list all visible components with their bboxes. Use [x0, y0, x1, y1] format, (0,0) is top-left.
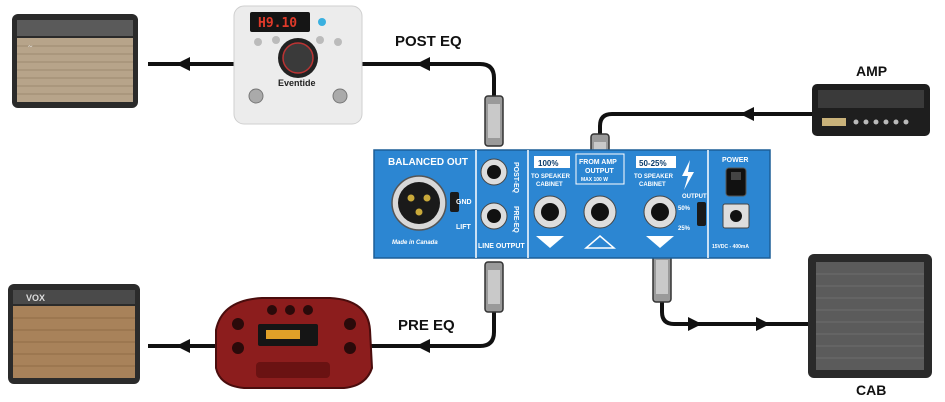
cable-cab	[660, 302, 810, 326]
panel-pct-50: 50%	[678, 206, 691, 212]
vox-amp-image: VOX	[8, 284, 140, 384]
svg-text:~: ~	[28, 42, 33, 51]
panel-to-speaker-2a: TO SPEAKER	[634, 174, 674, 180]
down-triangle-icon	[646, 236, 674, 248]
output-level-switch[interactable]	[697, 202, 706, 226]
panel-power: POWER	[722, 157, 748, 164]
panel-pct-25: 25%	[678, 226, 691, 232]
panel-output: OUTPUT	[682, 194, 707, 200]
panel-to-speaker-2b: CABINET	[639, 182, 666, 188]
from-amp-jack[interactable]	[583, 195, 617, 229]
panel-pre-eq: PRE-EQ	[512, 206, 519, 233]
arrows	[176, 57, 770, 353]
panel-lift: LIFT	[456, 224, 471, 231]
speaker-cab-image	[808, 254, 932, 378]
panel-pct-range: 50-25%	[639, 159, 667, 168]
arrow-right	[756, 317, 770, 331]
panel-to-speaker-1b: CABINET	[536, 182, 563, 188]
vox-brand: VOX	[26, 293, 45, 303]
line6-pedal-image	[215, 297, 374, 389]
xlr-connector	[391, 175, 447, 231]
panel-from-amp-3: MAX 100 W	[581, 177, 608, 183]
panel-line-output: LINE OUTPUT	[478, 243, 525, 250]
lightning-icon	[682, 160, 694, 190]
panel-from-amp-1: FROM AMP	[579, 159, 617, 166]
arrow-left	[416, 57, 430, 71]
arrow-left	[740, 107, 754, 121]
post-eq-jack[interactable]	[480, 158, 508, 186]
eventide-brand: Eventide	[278, 78, 316, 88]
arrow-right	[688, 317, 702, 331]
panel-from-amp-2: OUTPUT	[585, 168, 615, 175]
cable-plugs	[484, 95, 672, 313]
panel-gnd: GND	[456, 199, 472, 206]
eventide-pedal-image: H9.10 Eventide	[233, 5, 363, 125]
pre-eq-jack[interactable]	[480, 202, 508, 230]
panel-made-in: Made in Canada	[392, 240, 438, 246]
panel-balanced-out: BALANCED OUT	[388, 157, 468, 168]
speaker-jack-100[interactable]	[533, 195, 567, 229]
up-triangle-icon	[583, 235, 617, 249]
fender-amp-image: ~	[12, 14, 138, 108]
arrow-left	[416, 339, 430, 353]
arrow-left	[176, 57, 190, 71]
arrow-left	[176, 339, 190, 353]
label-post-eq: POST EQ	[395, 33, 462, 50]
panel-power-spec: 15VDC - 400mA	[712, 244, 749, 250]
label-pre-eq: PRE EQ	[398, 317, 455, 334]
eventide-display: H9.10	[258, 16, 297, 31]
amp-head-image	[812, 84, 930, 136]
panel-to-speaker-1a: TO SPEAKER	[531, 174, 571, 180]
cable-amp	[598, 112, 812, 134]
panel-post-eq: POST-EQ	[512, 162, 519, 194]
label-amp: AMP	[856, 63, 887, 79]
speaker-jack-50-25[interactable]	[643, 195, 677, 229]
device-panel: BALANCED OUT GND LIFT Made in Canada POS…	[373, 149, 771, 259]
cable-top	[148, 62, 496, 96]
panel-pct-100: 100%	[538, 159, 558, 168]
gnd-lift-switch[interactable]	[450, 192, 459, 212]
label-cab: CAB	[856, 382, 886, 398]
down-triangle-icon	[536, 236, 564, 248]
